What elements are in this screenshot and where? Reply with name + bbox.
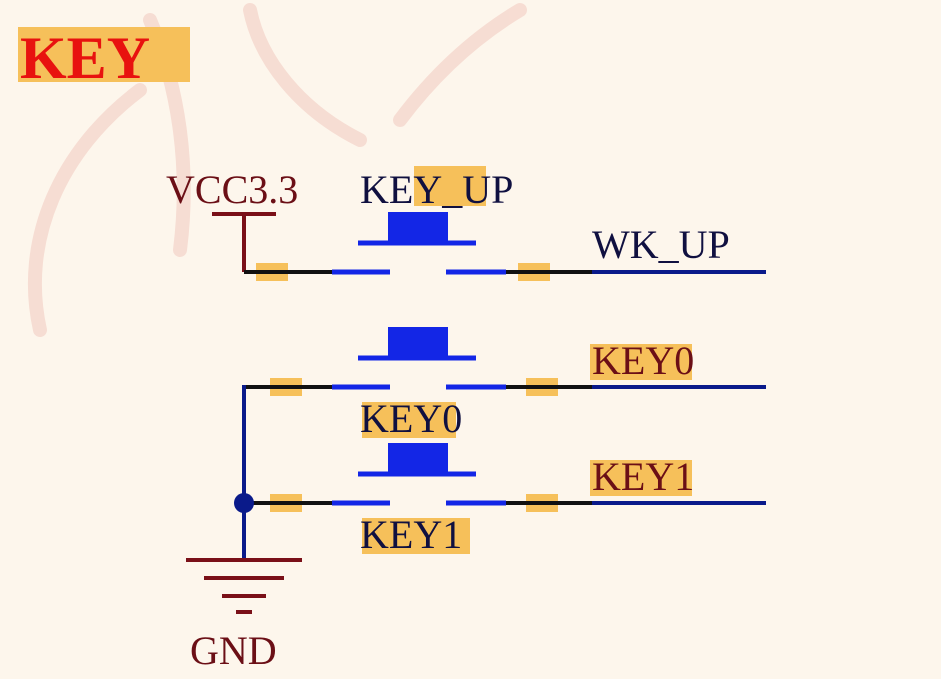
switch-button (388, 327, 448, 358)
gnd-symbol (186, 558, 302, 614)
label-highlight (590, 344, 692, 380)
net-label-wk-up: WK_UP (592, 222, 730, 267)
switch-button (388, 212, 448, 243)
watermark-stroke (27, 83, 147, 337)
switch-key1 (244, 443, 766, 506)
watermark-stroke (243, 3, 367, 147)
vcc-symbol (212, 212, 276, 272)
label-highlight (414, 166, 486, 206)
vcc-label: VCC3.3 (166, 167, 298, 212)
switch-label-key0: KEY0 (360, 396, 462, 441)
label-highlight (362, 518, 470, 554)
switch-key-up (244, 212, 766, 275)
net-label-key0: KEY0 (592, 338, 694, 383)
watermark-stroke (393, 3, 527, 127)
diagram-title: KEY (20, 25, 150, 91)
switch-button (388, 443, 448, 474)
junction-dot (234, 493, 254, 513)
title-highlight (18, 27, 190, 82)
switch-key0 (244, 327, 766, 390)
switch-label-key-up: KEY_UP (360, 167, 513, 212)
label-highlight (590, 460, 692, 496)
gnd-label: GND (190, 628, 277, 673)
switch-label-key1: KEY1 (360, 512, 462, 557)
label-highlights (362, 166, 692, 554)
net-label-key1: KEY1 (592, 454, 694, 499)
label-highlight (362, 402, 456, 438)
